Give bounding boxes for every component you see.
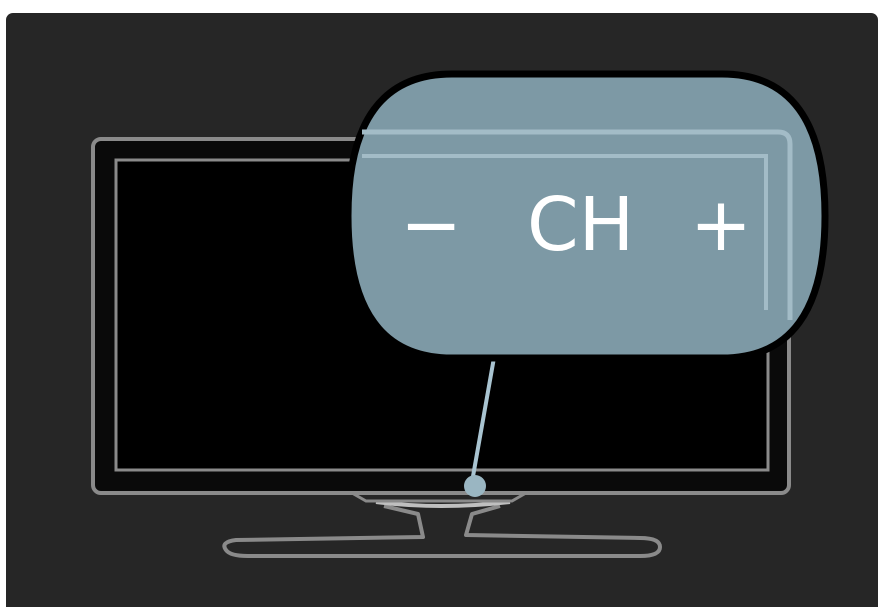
- channel-plus-label: +: [690, 182, 752, 268]
- tv-stand-base: [222, 504, 662, 558]
- callout-pointer-line: [470, 351, 497, 483]
- tv-ambient-strip: [351, 491, 527, 503]
- channel-button-icon: [464, 475, 486, 497]
- magnified-screen-edge: [362, 154, 768, 310]
- channel-label: CH: [527, 182, 634, 268]
- magnified-tv-edge: [362, 129, 793, 320]
- magnifier-callout: [344, 70, 829, 362]
- tv-stand-neck: [375, 500, 511, 508]
- channel-minus-label: −: [400, 182, 462, 268]
